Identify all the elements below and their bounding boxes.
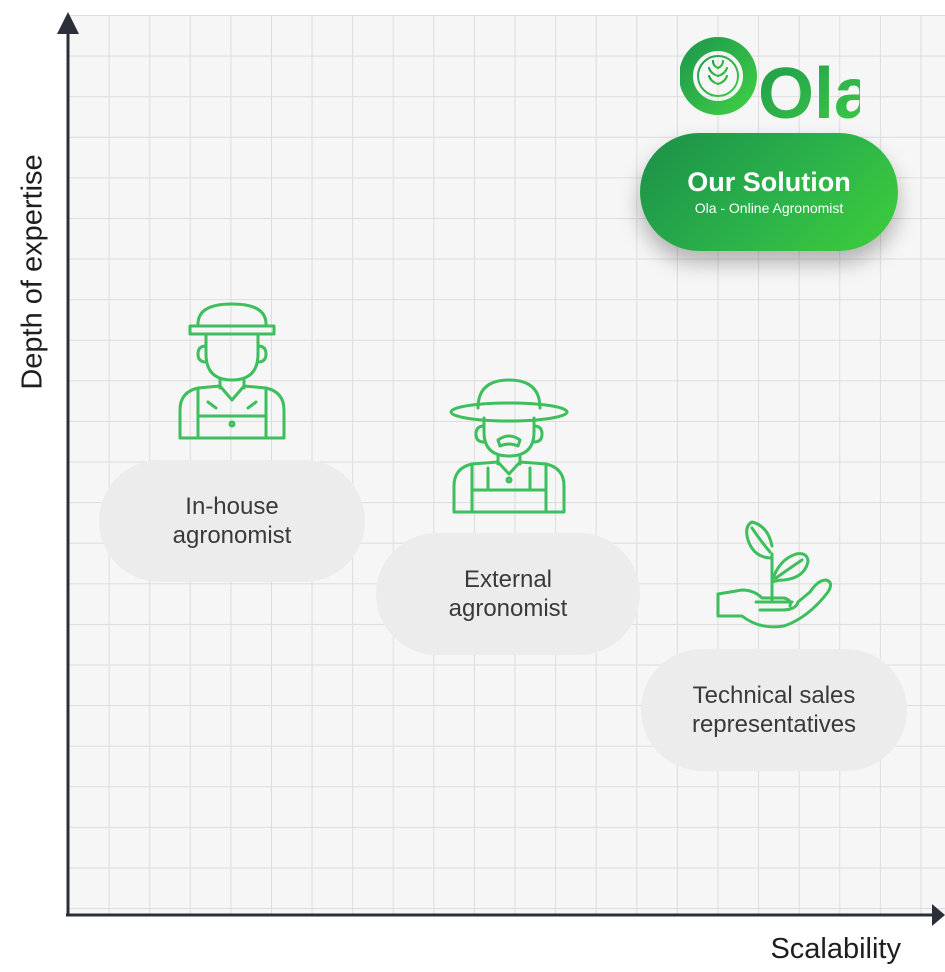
solution-subtitle: Ola - Online Agronomist	[694, 200, 844, 216]
our-solution-pill: Our Solution Ola - Online Agronomist	[640, 133, 898, 251]
logo-text: Ola	[758, 54, 860, 130]
ola-logo: Ola	[680, 37, 860, 130]
pill-label-line1: In-house	[185, 493, 279, 520]
farmer-cap-icon	[178, 302, 286, 440]
external-agronomist-pill: External agronomist	[376, 533, 640, 655]
pill-label-line1: Technical sales	[692, 682, 856, 709]
solution-title: Our Solution	[687, 167, 851, 197]
pill-label-line2: agronomist	[172, 522, 292, 549]
pill-label-line2: representatives	[691, 711, 857, 738]
hand-sprout-icon	[716, 520, 833, 629]
y-axis-label: Depth of expertise	[16, 154, 49, 390]
technical-sales-pill: Technical sales representatives	[641, 649, 907, 771]
wheat-icon	[707, 59, 729, 92]
pill-label-line2: agronomist	[448, 595, 568, 622]
farmer-hat-icon	[449, 378, 569, 514]
in-house-agronomist-pill: In-house agronomist	[99, 460, 365, 582]
x-axis-label: Scalability	[770, 933, 901, 965]
x-axis-arrow-icon	[932, 904, 945, 926]
y-axis-arrow-icon	[57, 12, 79, 34]
pill-label-line1: External	[463, 566, 553, 593]
